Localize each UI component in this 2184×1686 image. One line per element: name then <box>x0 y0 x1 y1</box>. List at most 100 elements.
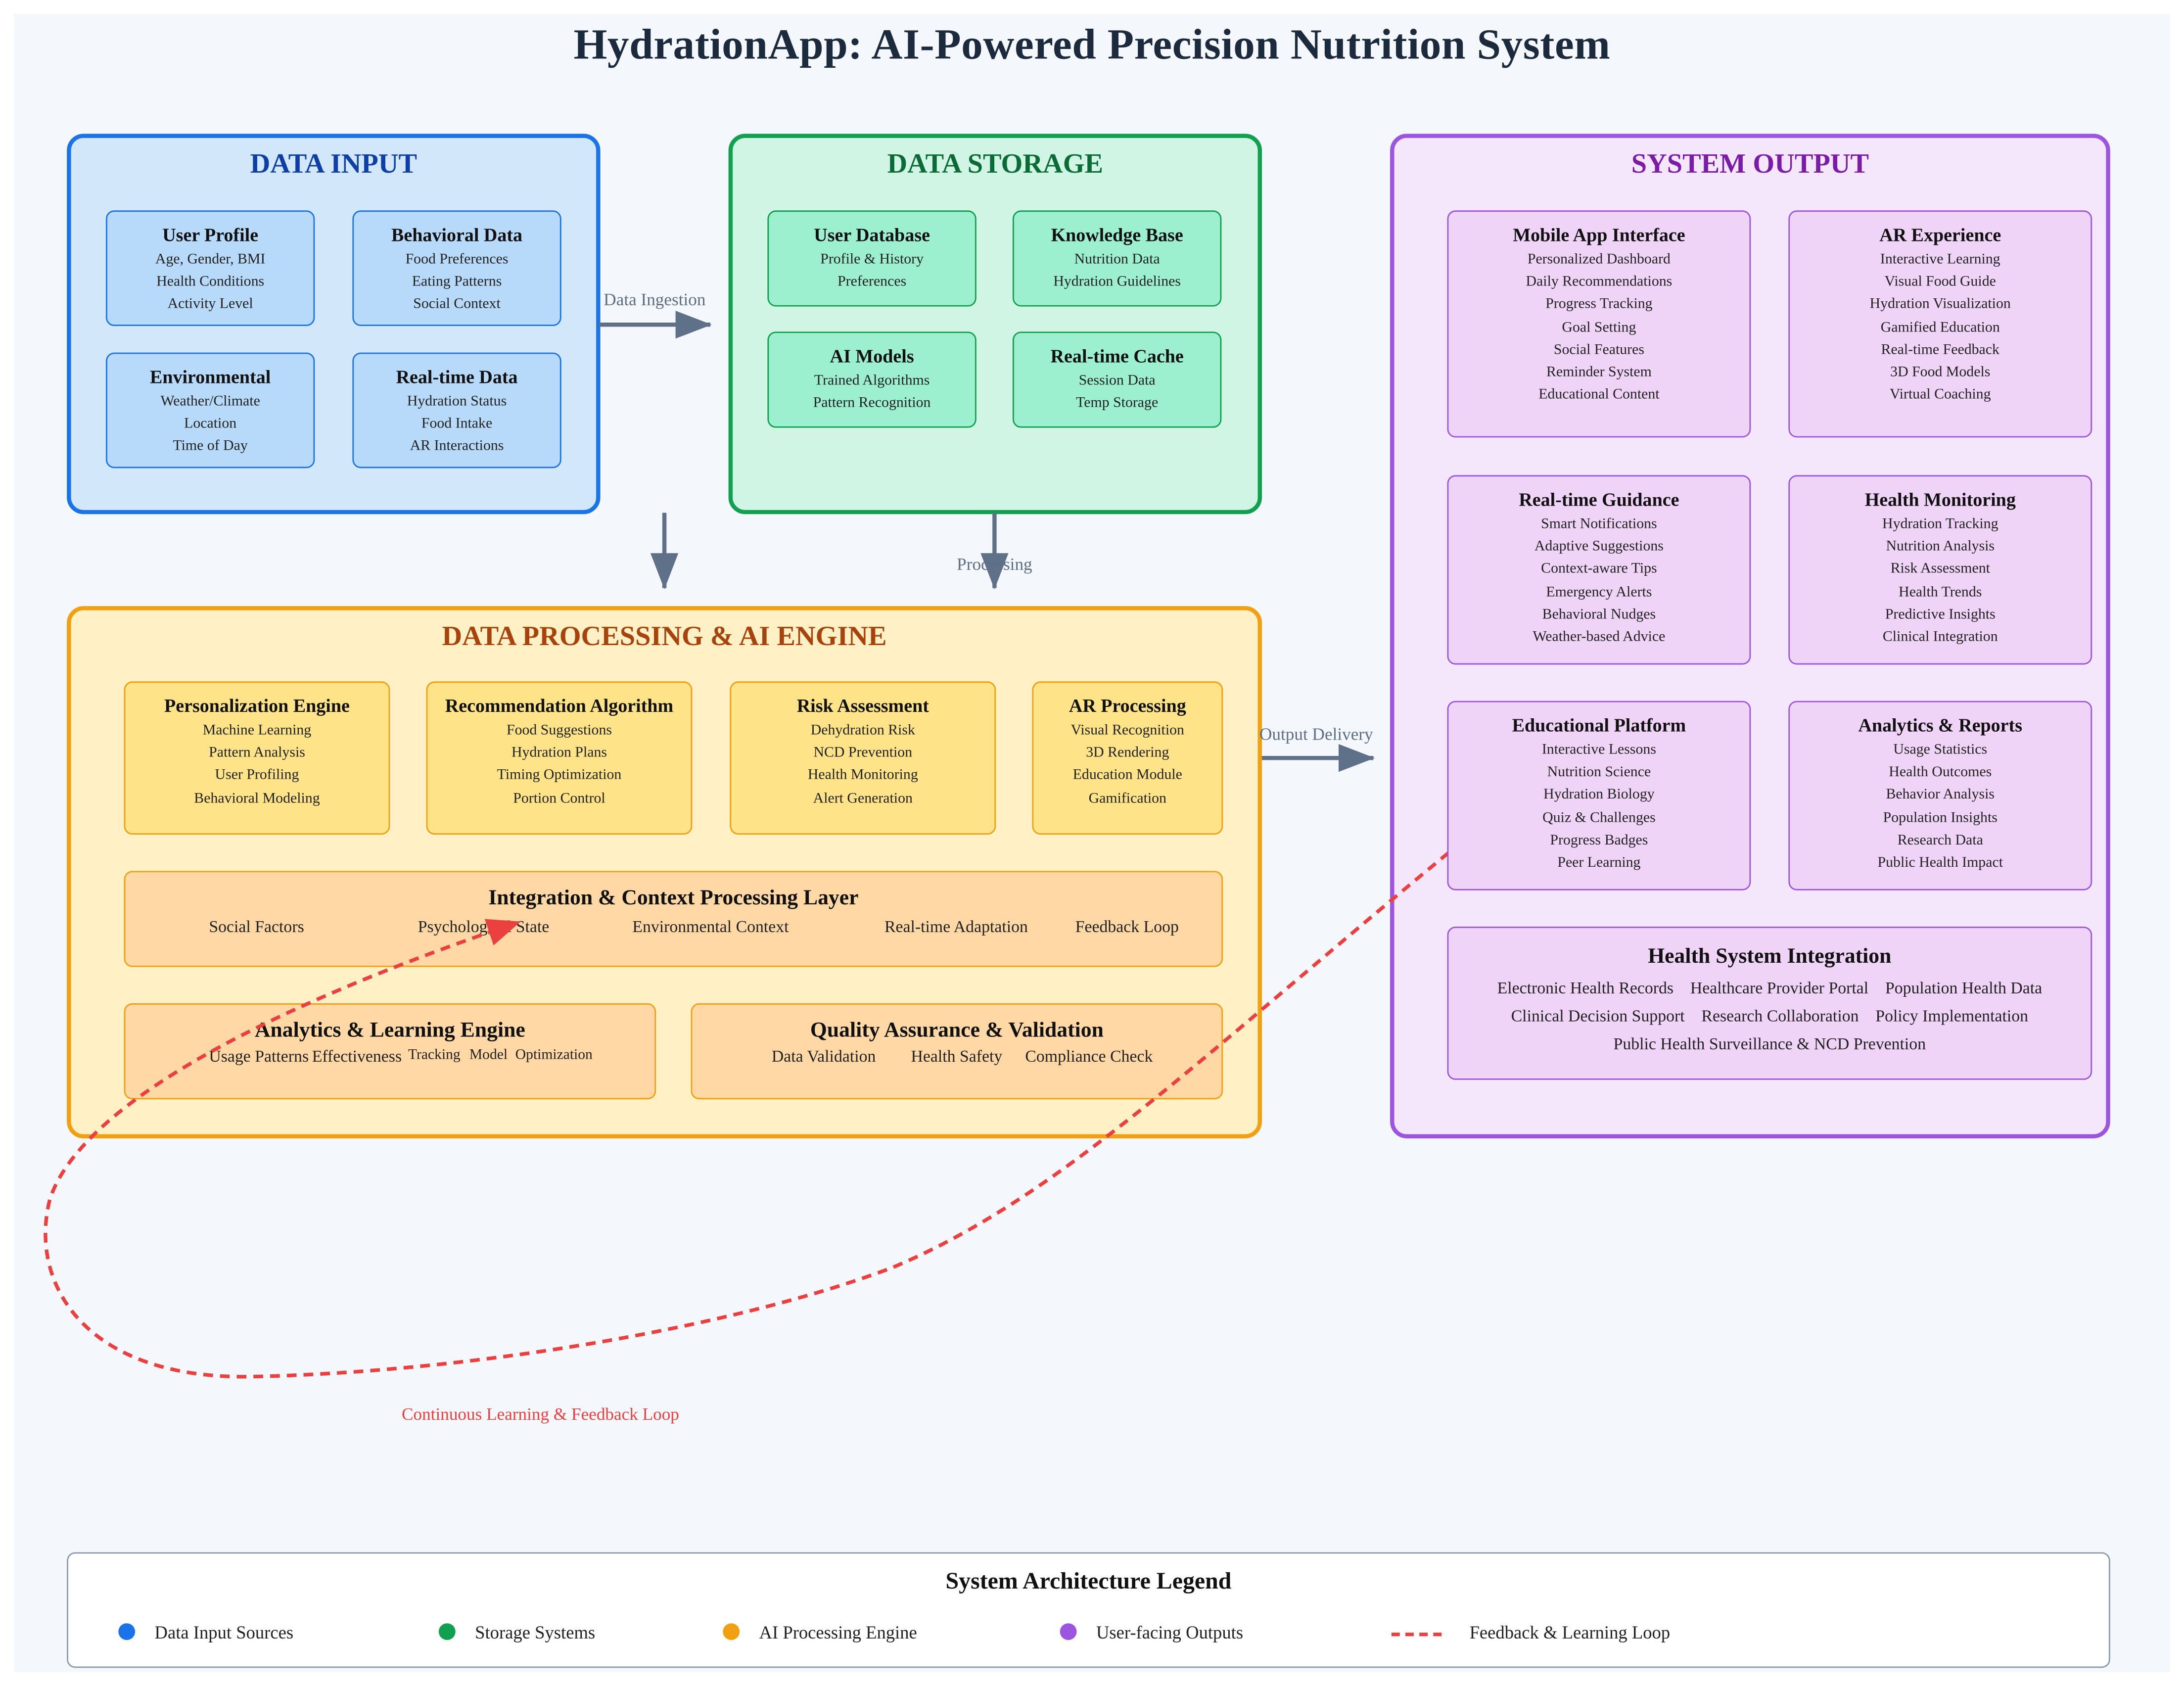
card-detail-line: Clinical Integration <box>1882 630 1998 646</box>
analytics-learning-engine: Analytics & Learning Engine Usage Patter… <box>124 1003 656 1100</box>
health-system-item: Research Collaboration <box>1701 1006 1859 1026</box>
card-detail-line: Education Module <box>1072 768 1182 784</box>
card-detail-line: Time of Day <box>173 439 248 455</box>
health-system-item: Public Health Surveillance & NCD Prevent… <box>1613 1033 1926 1054</box>
card-detail-line: Peer Learning <box>1557 855 1641 871</box>
health-system-item: Electronic Health Records <box>1497 978 1674 998</box>
card-detail-line: Weather/Climate <box>160 394 260 410</box>
input-card-behavioral-data-title: Behavioral Data <box>391 224 523 245</box>
output-card-mobile-app-interface-title: Mobile App Interface <box>1513 224 1685 245</box>
output-card-educational-platform-title: Educational Platform <box>1512 714 1686 736</box>
card-detail-line: Preferences <box>837 275 907 290</box>
legend-title: System Architecture Legend <box>945 1567 1232 1594</box>
card-detail-line: Visual Recognition <box>1070 723 1185 739</box>
output-card-health-monitoring-title: Health Monitoring <box>1864 489 2016 510</box>
data-input-title: DATA INPUT <box>250 149 418 180</box>
storage-card-real-time-cache-title: Real-time Cache <box>1050 345 1184 367</box>
card-detail-line: Timing Optimization <box>497 768 622 784</box>
integration-item: Psychological State <box>418 917 550 937</box>
card-detail-line: Food Preferences <box>405 252 509 268</box>
card-detail-line: Progress Tracking <box>1545 297 1653 313</box>
card-detail-line: Emergency Alerts <box>1546 584 1652 600</box>
card-detail-line: Nutrition Data <box>1074 252 1160 268</box>
integration-layer-title: Integration & Context Processing Layer <box>488 886 859 910</box>
card-detail-line: Interactive Learning <box>1880 252 2000 268</box>
card-detail-line: Hydration Status <box>407 394 507 410</box>
card-detail-line: Portion Control <box>513 791 605 806</box>
legend-label: Data Input Sources <box>154 1622 294 1643</box>
card-detail-line: Hydration Plans <box>511 746 607 761</box>
card-detail-line: Behavior Analysis <box>1886 788 1995 803</box>
analytics-engine-title: Analytics & Learning Engine <box>254 1018 525 1042</box>
card-detail-line: Hydration Biology <box>1543 788 1655 803</box>
card-detail-line: Personalized Dashboard <box>1527 252 1671 268</box>
card-detail-line: User Profiling <box>215 768 299 784</box>
card-detail-line: Nutrition Analysis <box>1886 539 1995 555</box>
card-detail-line: Nutrition Science <box>1547 765 1651 781</box>
card-detail-line: Health Monitoring <box>807 768 918 784</box>
legend-label: Storage Systems <box>475 1622 596 1643</box>
output-card-ar-experience-title: AR Experience <box>1879 224 2001 245</box>
card-detail-line: Reminder System <box>1546 365 1652 380</box>
card-detail-line: Real-time Feedback <box>1881 342 1999 358</box>
card-detail-line: Adaptive Suggestions <box>1534 539 1664 555</box>
legend-dot-icon <box>1060 1623 1077 1640</box>
input-card-user-profile-title: User Profile <box>162 224 259 245</box>
analytics-item: Model <box>469 1048 508 1063</box>
qa-item: Health Safety <box>911 1046 1003 1066</box>
card-detail-line: Profile & History <box>820 252 924 268</box>
card-detail-line: Smart Notifications <box>1541 516 1657 532</box>
card-detail-line: Daily Recommendations <box>1526 275 1673 290</box>
card-detail-line: Social Context <box>413 297 501 313</box>
qa-title: Quality Assurance & Validation <box>810 1018 1104 1042</box>
processing-card-personalization-engine-title: Personalization Engine <box>164 695 350 716</box>
qa-items: Data Validation Health Safety Compliance… <box>692 1046 1221 1072</box>
legend-dot-icon <box>438 1623 456 1640</box>
analytics-item: Tracking <box>408 1048 461 1063</box>
analytics-item: Optimization <box>515 1048 593 1063</box>
integration-layer: Integration & Context Processing Layer S… <box>124 871 1223 967</box>
card-detail-line: Alert Generation <box>813 791 913 806</box>
processing-title: DATA PROCESSING & AI ENGINE <box>442 621 887 653</box>
health-system-item: Population Health Data <box>1885 978 2043 998</box>
card-detail-line: Population Insights <box>1883 810 1998 826</box>
integration-item: Real-time Adaptation <box>884 917 1028 937</box>
qa-item: Compliance Check <box>1025 1046 1153 1066</box>
card-detail-line: Eating Patterns <box>412 275 502 290</box>
card-detail-line: Dehydration Risk <box>810 723 915 739</box>
integration-item: Feedback Loop <box>1075 917 1179 937</box>
processing-card-ar-processing-title: AR Processing <box>1069 695 1186 716</box>
card-detail-line: Food Suggestions <box>506 723 612 739</box>
system-output-title: SYSTEM OUTPUT <box>1631 149 1869 180</box>
card-detail-line: Weather-based Advice <box>1533 630 1666 646</box>
health-system-integration: Health System Integration Electronic Hea… <box>1447 926 2092 1080</box>
card-detail-line: Virtual Coaching <box>1890 387 1991 403</box>
card-detail-line: Food Intake <box>421 417 493 432</box>
card-detail-line: Pattern Analysis <box>209 746 305 761</box>
storage-card-knowledge-base-title: Knowledge Base <box>1051 224 1183 245</box>
card-detail-line: Quiz & Challenges <box>1542 810 1656 826</box>
legend-label: Feedback & Learning Loop <box>1469 1622 1671 1643</box>
data-storage-title: DATA STORAGE <box>887 149 1104 180</box>
legend: System Architecture Legend Data Input So… <box>67 1552 2110 1668</box>
card-detail-line: Temp Storage <box>1076 396 1159 412</box>
data-storage-section: DATA STORAGE <box>728 134 1262 515</box>
card-detail-line: Visual Food Guide <box>1884 275 1996 290</box>
